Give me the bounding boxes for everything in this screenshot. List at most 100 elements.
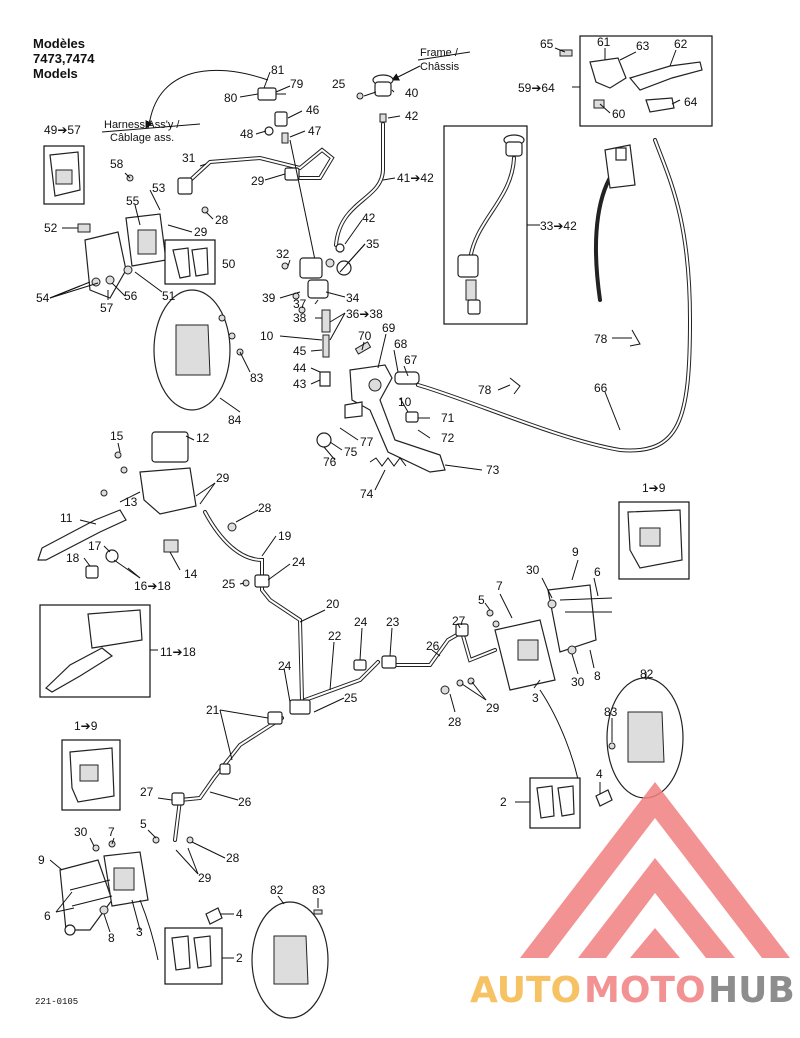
label-30: 30 <box>571 675 585 689</box>
reservoir-hose-41 <box>334 122 385 247</box>
label-43: 43 <box>293 377 307 391</box>
label-15: 15 <box>110 429 124 443</box>
caliper-front-left-upper <box>77 174 209 299</box>
label-49-57: 49➔57 <box>44 123 81 137</box>
label-28: 28 <box>258 501 272 515</box>
brake-lever-assembly-right <box>589 57 703 113</box>
label-34: 34 <box>346 291 360 305</box>
label-38: 38 <box>293 311 307 325</box>
label-24: 24 <box>278 659 292 673</box>
label-67: 67 <box>404 353 418 367</box>
brake-pedal <box>316 341 446 473</box>
label-29: 29 <box>216 471 230 485</box>
label-36-38: 36➔38 <box>346 307 383 321</box>
label-77: 77 <box>360 435 374 449</box>
label-52: 52 <box>44 221 58 235</box>
label-37: 37 <box>293 297 307 311</box>
label-26: 26 <box>238 795 252 809</box>
brake-cable-66 <box>416 138 693 453</box>
label-50: 50 <box>222 257 236 271</box>
models-title-line-2: 7473,7474 <box>33 51 95 66</box>
label-42: 42 <box>405 109 419 123</box>
part-number-labels: 81 79 80 25 40 42 46 48 47 31 29 41➔42 4… <box>36 35 698 965</box>
label-28: 28 <box>226 851 240 865</box>
brake-line-21 <box>173 716 284 842</box>
label-3: 3 <box>532 691 539 705</box>
label-46: 46 <box>306 103 320 117</box>
handlebar-grip <box>594 144 636 302</box>
label-41-42: 41➔42 <box>397 171 434 185</box>
rear-master-cylinder <box>281 139 352 387</box>
label-25: 25 <box>332 77 346 91</box>
label-54: 54 <box>36 291 50 305</box>
label-24: 24 <box>292 555 306 569</box>
label-3: 3 <box>136 925 143 939</box>
label-79: 79 <box>290 77 304 91</box>
label-69: 69 <box>382 321 396 335</box>
label-9: 9 <box>38 853 45 867</box>
label-5: 5 <box>478 593 485 607</box>
label-72: 72 <box>441 431 455 445</box>
label-7: 7 <box>496 579 503 593</box>
label-29: 29 <box>198 871 212 885</box>
label-64: 64 <box>684 95 698 109</box>
label-30: 30 <box>526 563 540 577</box>
label-29: 29 <box>194 225 208 239</box>
label-55: 55 <box>126 194 140 208</box>
label-25: 25 <box>344 691 358 705</box>
watermark-moto: MOTO <box>584 970 706 1011</box>
watermark-hub: HUB <box>708 970 795 1011</box>
label-14: 14 <box>184 567 198 581</box>
label-59-64: 59➔64 <box>518 81 555 95</box>
label-25: 25 <box>222 577 236 591</box>
label-23: 23 <box>386 615 400 629</box>
label-22: 22 <box>328 629 342 643</box>
label-83: 83 <box>312 883 326 897</box>
rear-reservoir <box>372 74 394 123</box>
label-74: 74 <box>360 487 374 501</box>
label-65: 65 <box>540 37 554 51</box>
watermark-logo: AUTO MOTO HUB <box>470 782 795 1011</box>
label-60: 60 <box>612 107 626 121</box>
label-10: 10 <box>260 329 274 343</box>
caliper-front-left-lower <box>59 836 194 936</box>
caliper-icon-right <box>627 509 683 569</box>
label-71: 71 <box>441 411 455 425</box>
label-63: 63 <box>636 39 650 53</box>
label-29: 29 <box>486 701 500 715</box>
label-1-9: 1➔9 <box>642 481 666 495</box>
models-title-line-3: Models <box>33 66 78 81</box>
label-78: 78 <box>594 332 608 346</box>
label-33-42: 33➔42 <box>540 219 577 233</box>
label-4: 4 <box>236 907 243 921</box>
label-51: 51 <box>162 289 176 303</box>
label-29: 29 <box>251 174 265 188</box>
lever-assembly-icon <box>45 609 143 693</box>
label-6: 6 <box>44 909 51 923</box>
label-19: 19 <box>278 529 292 543</box>
label-68: 68 <box>394 337 408 351</box>
label-45: 45 <box>293 344 307 358</box>
brake-line-31 <box>177 147 335 195</box>
label-56: 56 <box>124 289 138 303</box>
brake-line-19 <box>203 510 304 702</box>
label-83: 83 <box>250 371 264 385</box>
label-82: 82 <box>270 883 284 897</box>
frame-note-line-1: Frame / <box>420 47 459 59</box>
brake-disc-82-right <box>606 677 684 799</box>
leader-lines <box>49 47 681 959</box>
label-4: 4 <box>596 767 603 781</box>
label-1-9: 1➔9 <box>74 719 98 733</box>
harness-wire <box>149 69 269 121</box>
watermark-auto: AUTO <box>470 970 581 1011</box>
label-47: 47 <box>308 124 322 138</box>
label-82: 82 <box>640 667 654 681</box>
label-75: 75 <box>344 445 358 459</box>
label-31: 31 <box>182 151 196 165</box>
label-83: 83 <box>604 705 618 719</box>
label-18: 18 <box>66 551 80 565</box>
label-6: 6 <box>594 565 601 579</box>
label-78: 78 <box>478 383 492 397</box>
label-62: 62 <box>674 37 688 51</box>
